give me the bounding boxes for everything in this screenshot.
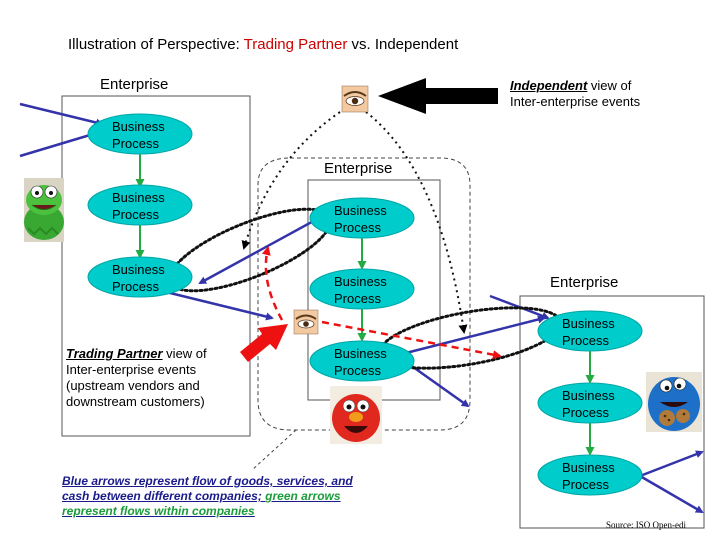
business-process-ellipse: [309, 340, 415, 382]
business-process-ellipse: [87, 184, 193, 226]
business-process-label: Business Process: [112, 190, 165, 222]
independent-emphasis: Independent: [510, 78, 588, 93]
enterprise-box-1: [61, 95, 251, 437]
business-process-ellipse: [537, 454, 643, 496]
business-process-label: Business Process: [562, 316, 615, 348]
business-process-label: Business Process: [334, 274, 387, 306]
business-process-ellipse: [309, 268, 415, 310]
eye-icon: [293, 309, 319, 335]
trading-view-line: [261, 246, 284, 321]
flow-arrow: [639, 474, 704, 514]
independent-arrow: [378, 78, 498, 114]
enterprise-box-3: [519, 295, 705, 529]
business-process-ellipse: [87, 113, 193, 155]
trading-emphasis: Trading Partner: [66, 346, 163, 361]
enterprise-label: Enterprise: [322, 160, 395, 177]
flow-arrow: [489, 294, 550, 320]
boundary-callout-line: [251, 429, 297, 471]
business-process-label: Business Process: [562, 460, 615, 492]
kermit-character-icon: [24, 178, 64, 242]
trading-partner-boundary: [257, 157, 471, 431]
business-process-ellipse: [537, 382, 643, 424]
enterprise-label: Enterprise: [550, 274, 619, 291]
flow-arrow: [639, 450, 704, 478]
business-process-label: Business Process: [334, 346, 387, 378]
trading-partner-note: Trading Partner view of Inter-enterprise…: [66, 346, 266, 410]
business-process-label: Business Process: [112, 262, 165, 294]
independent-rest: view of: [587, 78, 632, 93]
legend-green-text: green arrows represent flows within comp…: [62, 489, 341, 518]
legend-note: Blue arrows represent flow of goods, ser…: [62, 474, 378, 519]
independent-line2: Inter-enterprise events: [510, 94, 641, 109]
business-process-label: Business Process: [562, 388, 615, 420]
flow-arrow: [19, 102, 104, 127]
page-title: Illustration of Perspective: Trading Par…: [68, 36, 458, 53]
title-highlight: Trading Partner: [243, 36, 348, 53]
business-process-ellipse: [537, 310, 643, 352]
business-process-label: Business Process: [112, 119, 165, 151]
business-process-ellipse: [87, 256, 193, 298]
elmo-character-icon: [330, 386, 382, 444]
legend-blue-text: Blue arrows represent flow of goods, ser…: [62, 474, 353, 503]
independent-view-note: Independent view of Inter-enterprise eve…: [510, 78, 700, 110]
title-suffix: vs. Independent: [347, 36, 459, 53]
business-process-label: Business Process: [334, 203, 387, 235]
flow-arrow: [165, 290, 274, 321]
trading-line4: downstream customers): [66, 394, 205, 409]
enterprise-label: Enterprise: [100, 76, 169, 93]
trading-partner-arrow: [240, 324, 288, 362]
flow-arrow: [19, 129, 102, 158]
source-credit: Source: ISO Open-edi: [606, 520, 686, 530]
title-prefix: Illustration of Perspective:: [68, 36, 244, 53]
business-process-ellipse: [309, 197, 415, 239]
flow-arrow: [389, 315, 546, 359]
business-process-layer: [87, 113, 643, 496]
trading-line2: Inter-enterprise events: [66, 362, 197, 377]
cookie-monster-character-icon: [646, 372, 702, 432]
trading-rest: view of: [162, 346, 207, 361]
eye-icon: [341, 85, 369, 113]
trading-line3: (upstream vendors and: [66, 378, 200, 393]
trading-view-line: [321, 320, 502, 360]
